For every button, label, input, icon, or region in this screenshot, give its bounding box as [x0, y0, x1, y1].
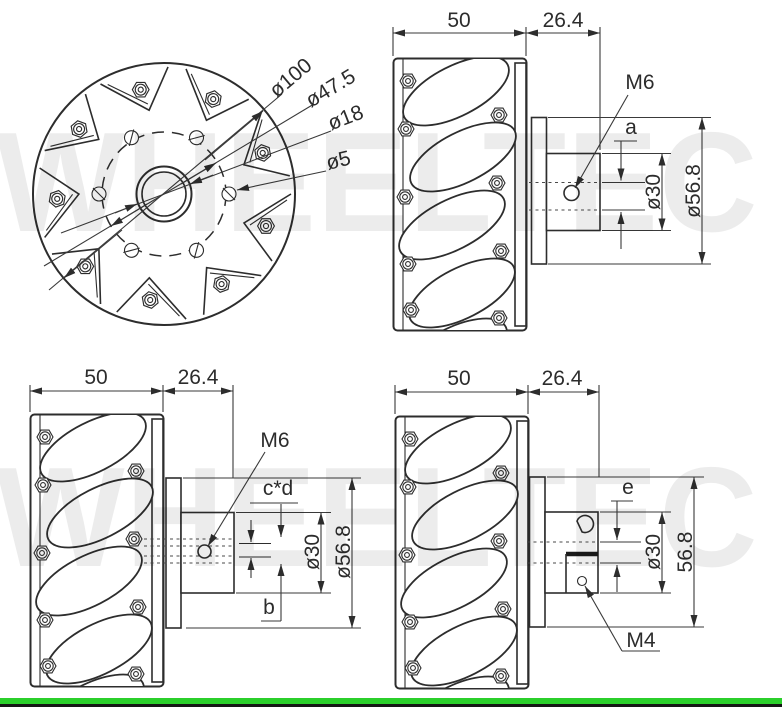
thread-label-m4: M4	[626, 629, 655, 652]
hub-flange	[528, 476, 546, 628]
wheel-outer-circle	[32, 62, 296, 326]
dim-label-flange-diameter: 56.8	[674, 532, 697, 573]
dim-label-key-b: b	[263, 596, 275, 619]
dim-bore-a	[602, 140, 645, 249]
side-wheel-graphic	[26, 398, 164, 707]
side-view-bottom-left: 50 26.4 M6 c*d b ø30 ø56.8	[26, 366, 361, 707]
dim-flange-diameter	[548, 116, 711, 265]
side-view-top-right: 50 26.4 M6 a ø30 ø56.8	[389, 9, 711, 402]
dim-flange-diameter	[183, 477, 361, 629]
dim-label-hub-length: 26.4	[542, 367, 583, 390]
hub-flange	[530, 116, 548, 265]
set-screw-leader	[207, 451, 266, 547]
dim-label-wheel-width: 50	[447, 367, 470, 390]
set-screw-hole	[197, 544, 212, 559]
dim-label-hub-length: 26.4	[543, 9, 584, 32]
d-shaft-bore	[576, 514, 595, 534]
side-wheel-graphic	[391, 400, 529, 707]
dim-label-keyway: c*d	[263, 477, 293, 500]
dim-label-center-bore: ø18	[325, 101, 367, 135]
hub-flange	[165, 477, 182, 629]
screw-holes	[91, 129, 237, 259]
dim-label-wheel-width: 50	[447, 9, 470, 32]
front-view-leader-lines	[43, 93, 332, 291]
dim-label-flange-diameter: ø56.8	[682, 164, 705, 218]
footer-green-bar	[0, 698, 782, 704]
dim-flange-diameter	[547, 476, 704, 628]
dim-label-flange-diameter: ø56.8	[332, 525, 355, 579]
dim-label-wheel-width: 50	[84, 366, 107, 389]
dim-bore-e	[600, 500, 641, 592]
dim-label-hub-diameter: ø30	[642, 534, 665, 570]
wheel-teeth-and-rollers	[39, 66, 292, 320]
center-bore-inner	[141, 171, 187, 217]
m4-screw-hole	[576, 575, 588, 587]
dim-label-screw-hole: ø5	[324, 147, 353, 175]
thread-label-m6: M6	[260, 429, 289, 452]
hub-body	[545, 152, 601, 232]
front-view: ø100 ø47.5 ø18 ø5	[32, 54, 367, 326]
thread-label-m6: M6	[625, 71, 654, 94]
dim-label-bore-e: e	[622, 476, 634, 499]
dim-width-50	[392, 27, 601, 150]
dim-hub-diameter	[236, 511, 331, 594]
dim-width-50	[394, 385, 600, 477]
footer-black-edge	[0, 704, 782, 707]
dim-width-50	[29, 385, 234, 478]
step-cutout	[565, 551, 598, 593]
dim-label-hub-diameter: ø30	[642, 174, 665, 210]
set-screw-leader	[574, 94, 629, 189]
dim-label-bore-a: a	[625, 116, 637, 139]
dim-label-hub-diameter: ø30	[301, 534, 324, 570]
side-view-bottom-right: 50 26.4 e M4 ø30 56.8	[391, 367, 704, 707]
dim-label-hub-length: 26.4	[178, 366, 219, 389]
m4-leader	[584, 585, 660, 652]
dim-hub-diameter	[600, 511, 671, 594]
dim-hub-diameter	[602, 152, 671, 232]
set-screw-hole	[563, 184, 580, 202]
side-wheel-graphic	[389, 42, 527, 401]
